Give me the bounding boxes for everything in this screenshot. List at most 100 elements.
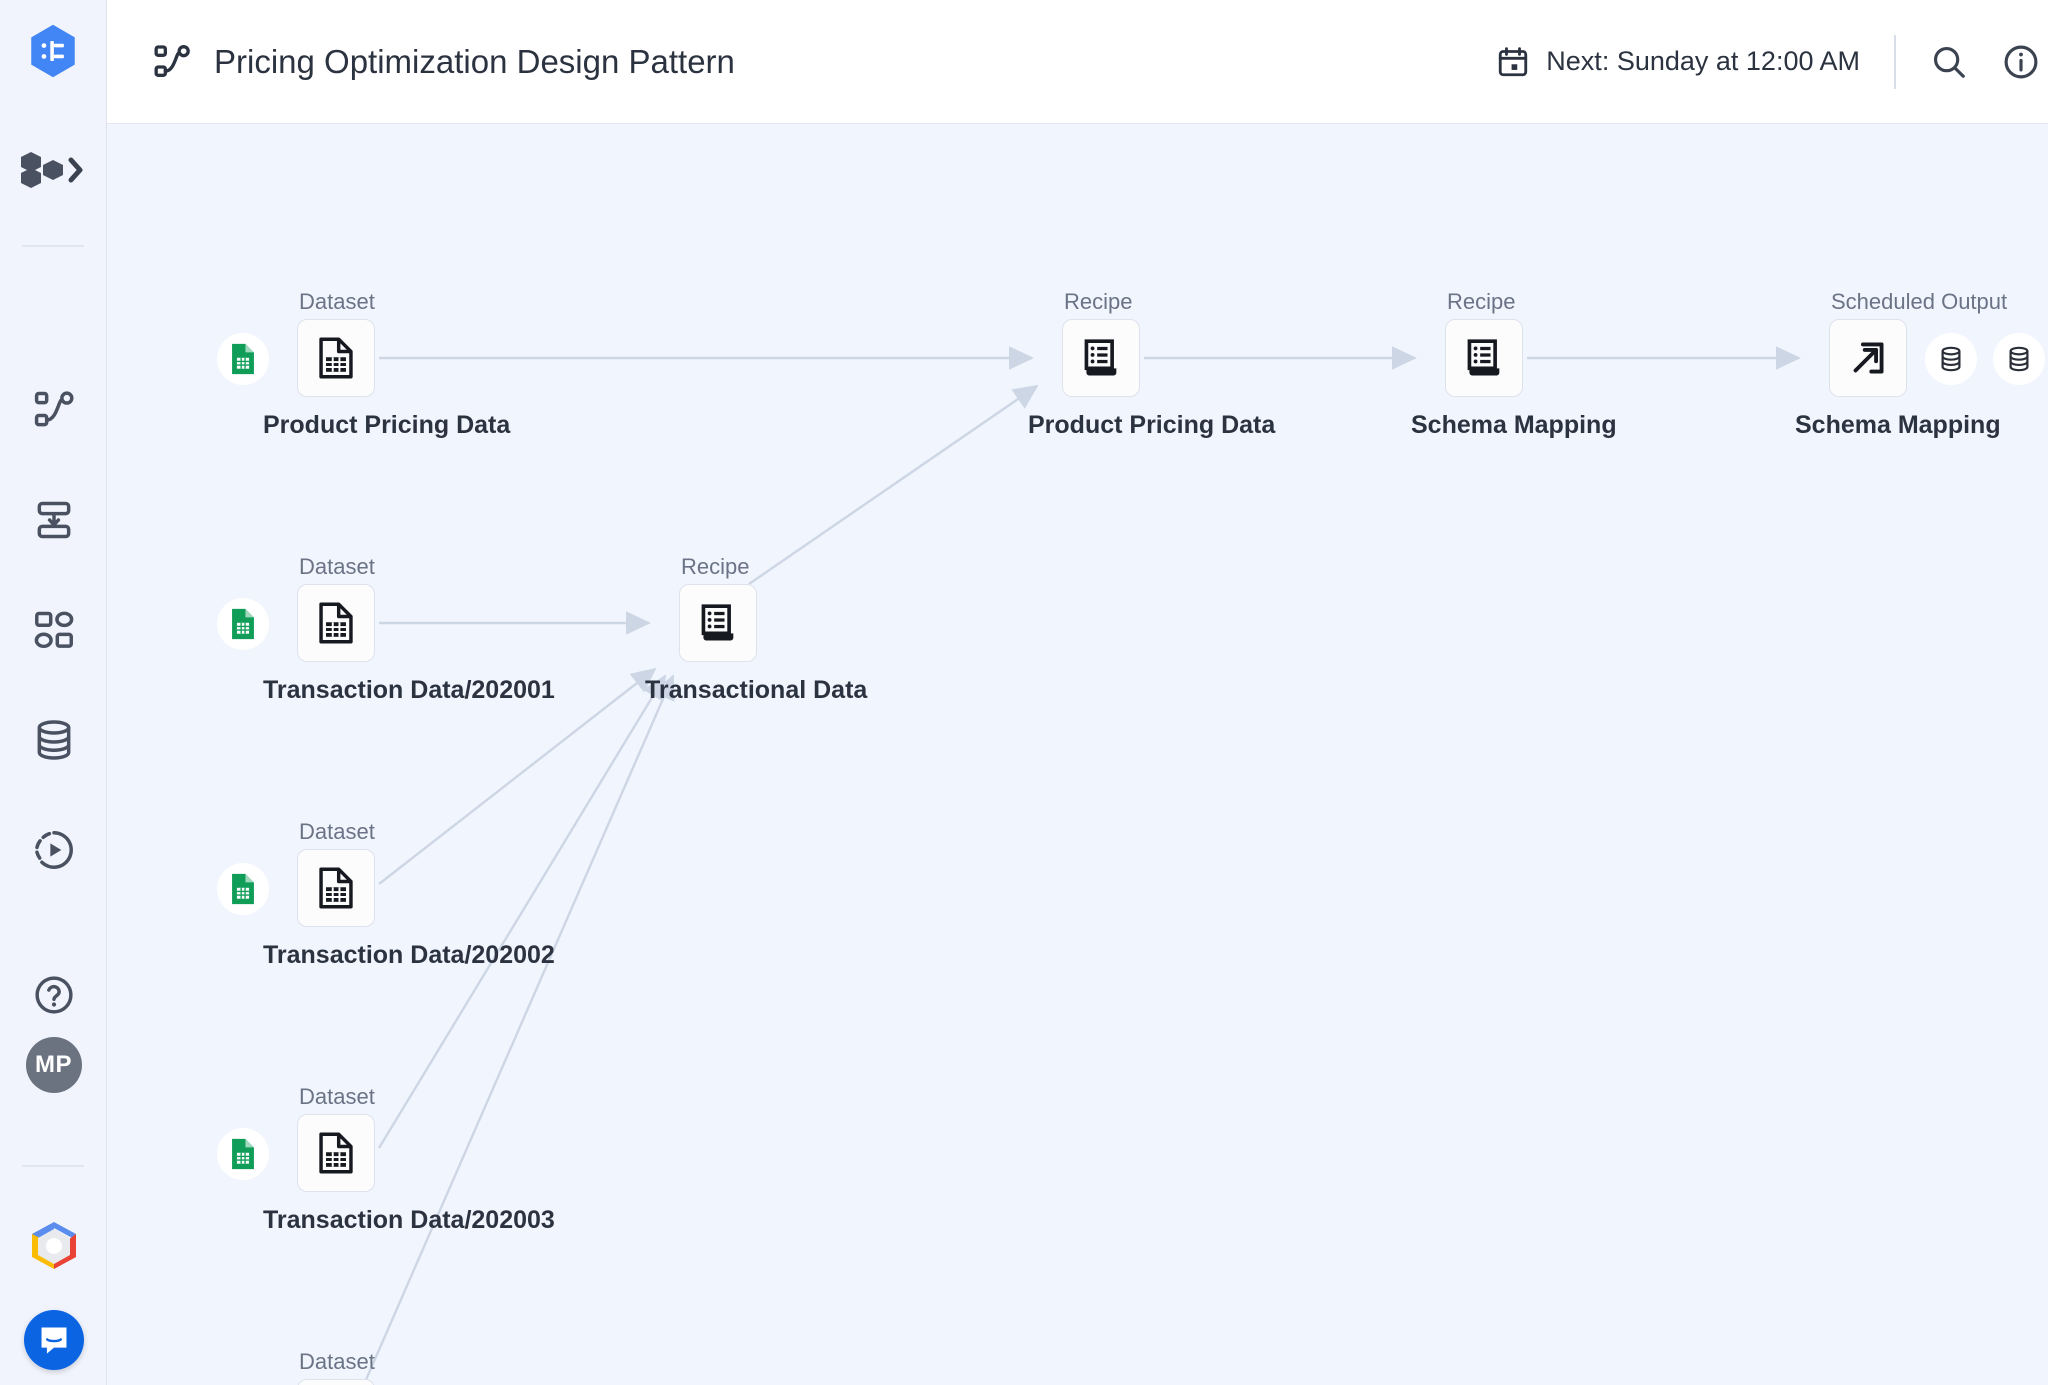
node-type-label: Recipe — [681, 554, 750, 579]
header-left: Pricing Optimization Design Pattern — [107, 42, 1496, 82]
node-type-label: Scheduled Output — [1831, 289, 2008, 314]
edge-transaction-202003-to-recipe — [377, 674, 667, 1149]
node-type-label: Dataset — [299, 1349, 375, 1374]
sidebar-item-connections[interactable] — [0, 705, 107, 775]
document-table-icon — [319, 337, 353, 379]
sidebar-item-job-history[interactable] — [0, 815, 107, 885]
edge-transactional-data-to-product-pricing-recipe — [748, 384, 1039, 585]
node-name-label: Product Pricing Data — [263, 411, 511, 439]
hexagon-cluster-chevron-icon — [20, 152, 82, 188]
google-sheets-badge — [217, 863, 269, 915]
sidebar-item-help[interactable] — [0, 960, 107, 1030]
google-sheets-icon — [232, 1138, 254, 1170]
recipe-list-icon — [1084, 339, 1117, 376]
google-cloud-logo[interactable] — [0, 1210, 107, 1280]
left-sidebar: MP — [0, 0, 107, 1385]
flow-node-transactional-data-recipe[interactable]: Recipe Transactional Data — [645, 554, 867, 704]
node-name-label: Transaction Data/202003 — [263, 1206, 555, 1234]
recipe-list-icon — [701, 604, 734, 641]
database-icon — [1941, 346, 1961, 372]
node-name-label: Transactional Data — [645, 676, 868, 704]
app-logo[interactable] — [22, 20, 84, 82]
chat-launcher[interactable] — [0, 1305, 107, 1375]
database-icon — [2009, 346, 2029, 372]
user-avatar[interactable]: MP — [0, 1030, 107, 1100]
document-table-icon — [319, 867, 353, 909]
node-type-label: Recipe — [1447, 289, 1516, 314]
node-name-label: Schema Mapping — [1411, 411, 1617, 439]
flow-node-company-descriptions[interactable]: Dataset — [297, 1349, 375, 1385]
info-button[interactable] — [2002, 43, 2040, 81]
database-icon — [37, 720, 70, 760]
play-circle-icon — [34, 831, 73, 869]
info-circle-icon — [2004, 45, 2038, 78]
avatar-initials: MP — [25, 1037, 82, 1093]
export-arrow-icon — [1853, 342, 1884, 374]
node-icon-box[interactable] — [1829, 319, 1907, 397]
import-arrow-icon — [37, 501, 70, 539]
intercom-chat-icon — [41, 1327, 66, 1354]
node-icon-box[interactable] — [297, 849, 375, 927]
sidebar-item-datasets-import[interactable] — [0, 485, 107, 555]
sidebar-item-plans[interactable] — [0, 595, 107, 665]
google-cloud-logo-icon — [31, 1222, 76, 1269]
sidebar-item-flows[interactable] — [0, 375, 107, 445]
main-area: Pricing Optimization Design Pattern Next… — [107, 0, 2048, 1385]
search-icon — [1933, 46, 1965, 78]
schedule-indicator[interactable]: Next: Sunday at 12:00 AM — [1496, 45, 1860, 79]
node-icon-box[interactable] — [297, 1114, 375, 1192]
sidebar-divider-bottom — [22, 1165, 84, 1167]
google-sheets-badge — [217, 598, 269, 650]
sidebar-item-flow-nodes-expand[interactable] — [0, 135, 107, 205]
document-table-icon — [319, 602, 353, 644]
node-name-label: Transaction Data/202002 — [263, 941, 555, 969]
output-target-database-1[interactable] — [1925, 333, 1977, 385]
node-icon-box[interactable] — [297, 584, 375, 662]
recipe-list-icon — [1467, 339, 1500, 376]
google-sheets-icon — [232, 608, 254, 640]
google-sheets-icon — [232, 343, 254, 375]
google-sheets-icon — [232, 873, 254, 905]
node-type-label: Recipe — [1064, 289, 1133, 314]
node-name-label: Transaction Data/202001 — [263, 676, 555, 704]
search-button[interactable] — [1930, 43, 1968, 81]
node-icon-box[interactable] — [297, 319, 375, 397]
flow-canvas[interactable]: Dataset — [107, 124, 2048, 1385]
flow-node-product-pricing-recipe[interactable]: Recipe Product Pricing Data — [1028, 289, 1275, 439]
flow-node-scheduled-output[interactable]: Scheduled Output — [1795, 289, 2045, 439]
dataprep-hexagon-logo-icon — [31, 24, 75, 78]
flow-node-transaction-202001[interactable]: Dataset — [217, 554, 555, 704]
output-target-database-2[interactable] — [1993, 333, 2045, 385]
help-circle-icon — [34, 976, 73, 1014]
node-icon-box[interactable] — [679, 584, 757, 662]
node-type-label: Dataset — [299, 819, 375, 844]
flow-node-transaction-202003[interactable]: Dataset — [217, 1084, 555, 1234]
node-name-label: Schema Mapping — [1795, 411, 2001, 439]
flow-graph-icon — [34, 391, 74, 427]
google-sheets-badge — [217, 333, 269, 385]
node-type-label: Dataset — [299, 289, 375, 314]
node-type-label: Dataset — [299, 1084, 375, 1109]
node-type-label: Dataset — [299, 554, 375, 579]
edge-transaction-202002-to-recipe — [378, 667, 657, 885]
header-right: Next: Sunday at 12:00 AM — [1496, 34, 2048, 89]
intercom-chat-bubble — [23, 1310, 84, 1370]
schedule-text: Next: Sunday at 12:00 AM — [1546, 46, 1860, 76]
sidebar-divider-top — [22, 245, 84, 247]
google-sheets-badge — [217, 1128, 269, 1180]
flow-node-schema-mapping-recipe[interactable]: Recipe Schema Mapping — [1411, 289, 1617, 439]
flow-edges — [363, 346, 1801, 1383]
node-name-label: Product Pricing Data — [1028, 411, 1276, 439]
header-divider — [1894, 34, 1896, 89]
node-icon-box[interactable] — [1062, 319, 1140, 397]
flow-header: Pricing Optimization Design Pattern Next… — [107, 0, 2048, 124]
flow-node-product-pricing-dataset[interactable]: Dataset — [217, 289, 510, 439]
document-table-icon — [319, 1132, 353, 1174]
calendar-icon — [1499, 46, 1528, 76]
node-icon-box[interactable] — [297, 1379, 375, 1385]
flow-graph-icon — [154, 44, 190, 77]
page-title: Pricing Optimization Design Pattern — [214, 42, 735, 80]
edge-company-descriptions-to-recipe — [363, 674, 675, 1383]
flow-node-transaction-202002[interactable]: Dataset — [217, 819, 555, 969]
node-icon-box[interactable] — [1445, 319, 1523, 397]
